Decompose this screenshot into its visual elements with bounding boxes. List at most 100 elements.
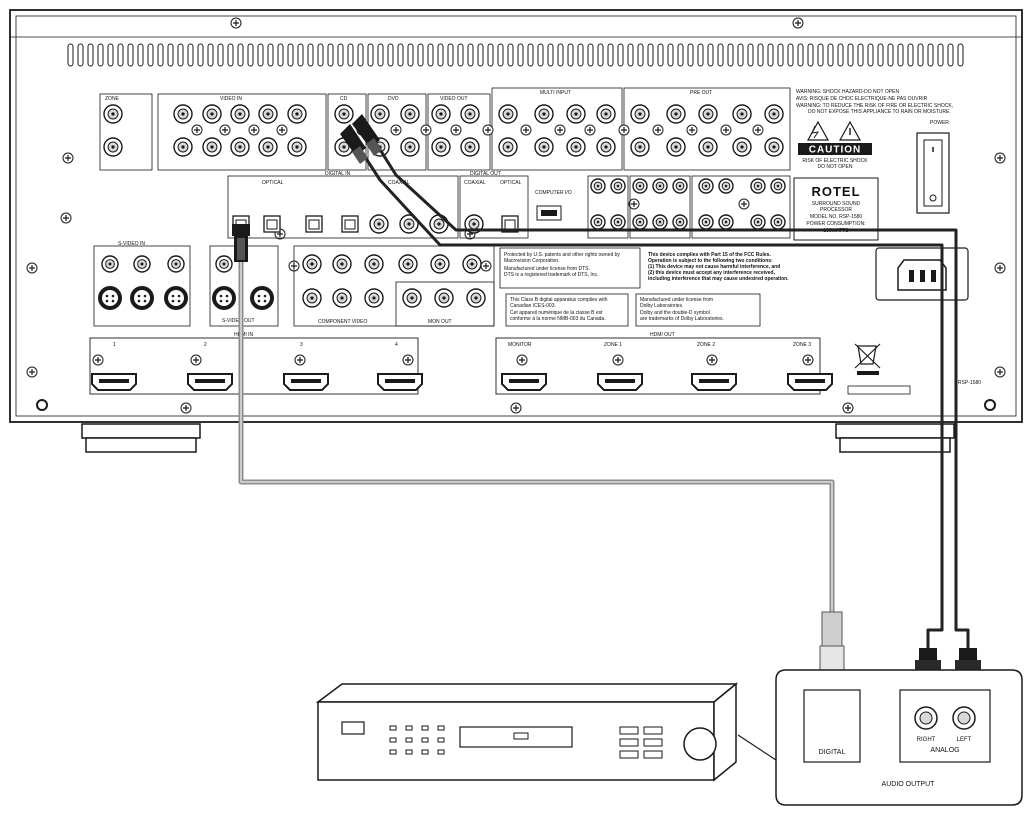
rca-jack[interactable] bbox=[258, 104, 278, 124]
rca-jack[interactable] bbox=[750, 178, 766, 194]
cd-keypad-button[interactable] bbox=[421, 737, 429, 743]
rca-jack[interactable] bbox=[460, 137, 480, 157]
rca-jack[interactable] bbox=[718, 214, 734, 230]
rca-jack[interactable] bbox=[590, 178, 606, 194]
cd-transport-button[interactable] bbox=[619, 726, 639, 735]
rca-jack[interactable] bbox=[764, 137, 784, 157]
hdmi-port[interactable] bbox=[283, 373, 329, 391]
hdmi-port[interactable] bbox=[597, 373, 643, 391]
s-video-jack[interactable] bbox=[164, 286, 188, 310]
optical-jack[interactable] bbox=[263, 215, 281, 233]
cd-keypad-button[interactable] bbox=[389, 737, 397, 743]
rca-jack[interactable] bbox=[369, 214, 389, 234]
rca-jack[interactable] bbox=[610, 214, 626, 230]
rca-jack[interactable] bbox=[770, 214, 786, 230]
hdmi-port[interactable] bbox=[787, 373, 833, 391]
rca-jack[interactable] bbox=[133, 255, 151, 273]
rca-jack[interactable] bbox=[462, 254, 482, 274]
hdmi-port[interactable] bbox=[187, 373, 233, 391]
rca-jack[interactable] bbox=[302, 288, 322, 308]
cd-keypad-button[interactable] bbox=[405, 749, 413, 755]
rca-jack[interactable] bbox=[370, 104, 390, 124]
rca-jack[interactable] bbox=[334, 104, 354, 124]
rca-jack[interactable] bbox=[101, 255, 119, 273]
rca-jack[interactable] bbox=[230, 137, 250, 157]
rca-jack[interactable] bbox=[400, 137, 420, 157]
rca-jack[interactable] bbox=[652, 214, 668, 230]
cd-power-button[interactable] bbox=[341, 721, 365, 735]
rca-jack[interactable] bbox=[258, 137, 278, 157]
rca-jack[interactable] bbox=[698, 178, 714, 194]
rca-jack[interactable] bbox=[534, 104, 554, 124]
rca-jack[interactable] bbox=[103, 137, 123, 157]
rca-jack[interactable] bbox=[215, 255, 233, 273]
cd-volume-knob[interactable] bbox=[683, 727, 717, 761]
cd-keypad-button[interactable] bbox=[421, 725, 429, 731]
rca-jack[interactable] bbox=[666, 137, 686, 157]
s-video-jack[interactable] bbox=[212, 286, 236, 310]
rca-jack[interactable] bbox=[498, 104, 518, 124]
optical-jack[interactable] bbox=[501, 215, 519, 233]
rca-jack[interactable] bbox=[718, 178, 734, 194]
rca-jack[interactable] bbox=[173, 104, 193, 124]
rca-jack[interactable] bbox=[732, 104, 752, 124]
rca-jack[interactable] bbox=[770, 178, 786, 194]
cd-keypad-button[interactable] bbox=[405, 725, 413, 731]
rca-jack[interactable] bbox=[596, 104, 616, 124]
hdmi-port[interactable] bbox=[91, 373, 137, 391]
rca-jack[interactable] bbox=[399, 214, 419, 234]
rca-jack[interactable] bbox=[103, 104, 123, 124]
rca-jack[interactable] bbox=[167, 255, 185, 273]
rca-jack[interactable] bbox=[332, 254, 352, 274]
cd-transport-button[interactable] bbox=[643, 738, 663, 747]
rca-jack[interactable] bbox=[566, 137, 586, 157]
rca-jack[interactable] bbox=[431, 137, 451, 157]
power-switch[interactable] bbox=[923, 139, 943, 207]
rca-jack[interactable] bbox=[698, 137, 718, 157]
rca-jack[interactable] bbox=[173, 137, 193, 157]
rca-jack[interactable] bbox=[566, 104, 586, 124]
cd-transport-button[interactable] bbox=[619, 738, 639, 747]
rca-jack[interactable] bbox=[202, 137, 222, 157]
optical-jack[interactable] bbox=[341, 215, 359, 233]
rca-jack[interactable] bbox=[652, 178, 668, 194]
cd-transport-button[interactable] bbox=[643, 750, 663, 759]
rca-jack[interactable] bbox=[750, 214, 766, 230]
rca-jack[interactable] bbox=[630, 137, 650, 157]
hdmi-port[interactable] bbox=[691, 373, 737, 391]
rca-jack[interactable] bbox=[402, 288, 422, 308]
rca-jack[interactable] bbox=[732, 137, 752, 157]
rca-jack[interactable] bbox=[364, 288, 384, 308]
rca-jack[interactable] bbox=[429, 214, 449, 234]
rca-jack[interactable] bbox=[431, 104, 451, 124]
rca-jack[interactable] bbox=[630, 104, 650, 124]
rca-jack[interactable] bbox=[596, 137, 616, 157]
rca-jack[interactable] bbox=[287, 137, 307, 157]
rca-jack[interactable] bbox=[534, 137, 554, 157]
hdmi-port[interactable] bbox=[501, 373, 547, 391]
cd-keypad-button[interactable] bbox=[437, 737, 445, 743]
rca-jack[interactable] bbox=[434, 288, 454, 308]
s-video-jack[interactable] bbox=[98, 286, 122, 310]
rca-jack[interactable] bbox=[364, 254, 384, 274]
rca-jack[interactable] bbox=[698, 214, 714, 230]
rca-jack[interactable] bbox=[610, 178, 626, 194]
cd-transport-button[interactable] bbox=[619, 750, 639, 759]
rca-jack[interactable] bbox=[672, 214, 688, 230]
hdmi-port[interactable] bbox=[377, 373, 423, 391]
rca-jack[interactable] bbox=[398, 254, 418, 274]
rca-jack[interactable] bbox=[332, 288, 352, 308]
rca-jack[interactable] bbox=[302, 254, 322, 274]
rca-jack[interactable] bbox=[460, 104, 480, 124]
rca-jack[interactable] bbox=[764, 104, 784, 124]
cd-keypad-button[interactable] bbox=[389, 725, 397, 731]
rca-jack[interactable] bbox=[672, 178, 688, 194]
rca-jack[interactable] bbox=[632, 214, 648, 230]
s-video-jack[interactable] bbox=[250, 286, 274, 310]
rca-jack[interactable] bbox=[430, 254, 450, 274]
optical-jack[interactable] bbox=[305, 215, 323, 233]
rca-jack[interactable] bbox=[498, 137, 518, 157]
cd-keypad-button[interactable] bbox=[421, 749, 429, 755]
cd-keypad-button[interactable] bbox=[405, 737, 413, 743]
rca-jack[interactable] bbox=[400, 104, 420, 124]
